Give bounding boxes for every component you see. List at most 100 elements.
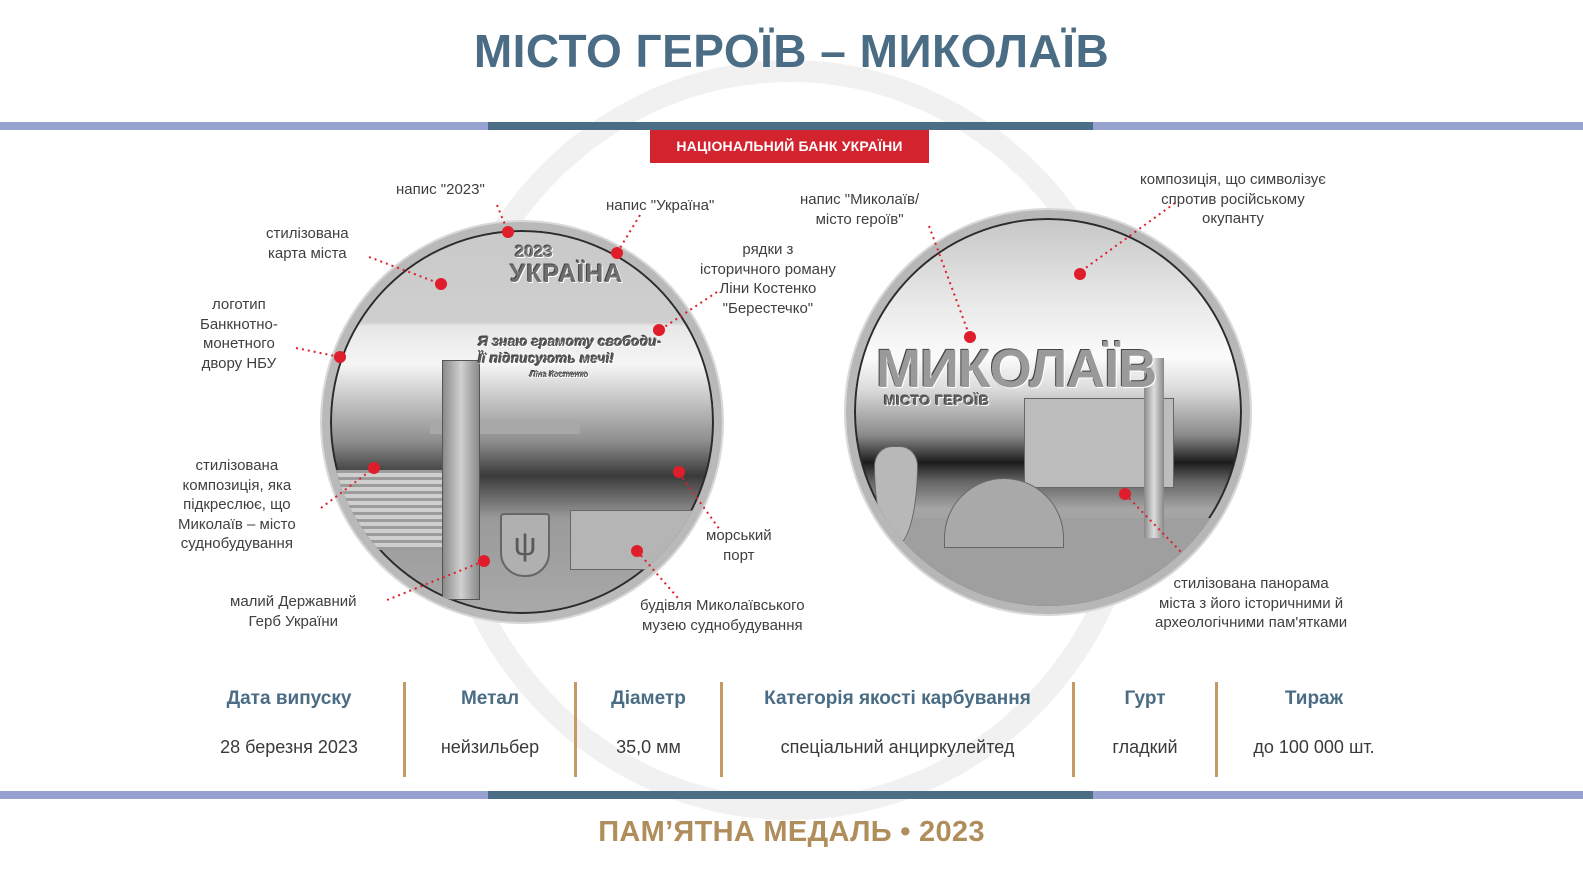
spire-tower [1144,358,1164,538]
callout-dot-quote [653,324,665,336]
spec-separator [1215,682,1218,777]
callout-coat: малий Державний Герб України [230,592,357,631]
callout-line: історичного роману [700,260,836,278]
callout-dot-coat [478,555,490,567]
callout-line: композиція, що символізує [1140,171,1326,188]
callout-panorama: стилізована панорама міста з його істори… [1155,574,1347,633]
spec-value: 35,0 мм [616,737,681,757]
bottom-divider-center [488,791,1093,799]
callout-line: композиція, яка [182,476,292,494]
callout-ukraine: напис "Україна" [606,196,714,216]
spec-separator [574,682,577,777]
callout-dot-port [673,466,685,478]
spec-release-date: Дата випуску 28 березня 2023 [175,680,403,778]
trident-icon: ψ [500,513,550,577]
callout-line: спротив російському [1161,190,1305,208]
callout-line: морський [706,527,772,544]
coin-country: УКРАЇНА [510,260,624,288]
callout-line: напис "Миколаїв/ [800,191,920,208]
callout-logo: логотип Банкнотно- монетного двору НБУ [200,295,278,373]
callout-line: монетного [203,335,275,352]
callout-resistance: композиція, що символізує спротив російс… [1140,170,1326,229]
callout-dot-inscription [964,331,976,343]
callout-line: Миколаїв – місто [178,515,296,533]
page-title: МІСТО ГЕРОЇВ – МИКОЛАЇВ [473,25,1110,77]
church-dome [944,478,1064,548]
callout-line: підкреслює, що [183,496,291,513]
coin-quote: Я знаю грамоту свободи- Її підписують ме… [478,333,662,367]
coin-city-name: МИКОЛАЇВ [876,339,1157,399]
callout-line: двору НБУ [201,354,277,372]
callout-line: карта міста [268,244,347,262]
issuer-badge: НАЦІОНАЛЬНИЙ БАНК УКРАЇНИ [650,130,929,163]
spec-value: спеціальний анциркулейтед [780,737,1015,757]
callout-line: стилізована [195,457,279,474]
spec-mintage: Тираж до 100 000 шт. [1218,680,1410,778]
spec-label: Категорія якості карбування [764,688,1031,709]
callout-inscription: напис "Миколаїв/ місто героїв" [800,190,919,229]
medal-obverse-image: 2023 УКРАЇНА Я знаю грамоту свободи- Її … [322,222,722,622]
callout-line: місто героїв" [815,210,904,228]
spec-value: 28 березня 2023 [220,737,358,757]
callout-dot-map [435,278,447,290]
callout-line: стилізована панорама [1173,575,1329,592]
callout-line: Банкнотно- [200,315,278,333]
callout-line: музею суднобудування [641,616,803,634]
coin-city-subtitle: МІСТО ГЕРОЇВ [884,392,990,408]
callout-line: будівля Миколаївського [640,597,805,614]
spec-value: до 100 000 шт. [1253,737,1375,757]
callout-dot-panorama [1119,488,1131,500]
callout-line: стилізована [266,225,349,242]
spec-value: гладкий [1112,737,1178,757]
callout-shipbuilding: стилізована композиція, яка підкреслює, … [178,456,296,554]
spec-quality: Категорія якості карбування спеціальний … [723,680,1072,778]
callout-dot-logo [334,351,346,363]
spec-separator [403,682,406,777]
quote-line-2: Її підписують мечі! [478,350,615,366]
coin-year: 2023 [515,242,553,261]
spec-label: Гурт [1124,688,1166,709]
callout-year: напис "2023" [396,180,485,200]
quote-author: Ліна Костенко [530,370,589,379]
callout-dot-ukraine [611,247,623,259]
callout-line: порт [723,546,755,564]
callout-line: "Берестечко" [722,299,814,317]
specs-table: Дата випуску 28 березня 2023 Метал нейзи… [175,680,1410,778]
callout-line: Герб України [248,612,339,630]
callout-line: окупанту [1202,210,1264,227]
callout-line: міста з його історичними й [1159,594,1344,612]
callout-port: морський порт [706,526,772,565]
callout-line: археологічними пам'ятками [1155,614,1348,631]
spec-label: Дата випуску [226,688,352,709]
spec-label: Діаметр [611,688,686,709]
spec-separator [1072,682,1075,777]
bottom-divider-band [0,791,1583,799]
callout-dot-museum [631,545,643,557]
callout-line: логотип [212,296,266,313]
spec-metal: Метал нейзильбер [406,680,574,778]
museum-building [570,510,710,570]
footer-caption: ПАМ’ЯТНА МЕДАЛЬ • 2023 [598,816,985,848]
callout-dot-shipbuilding [368,462,380,474]
callout-line: Ліни Костенко [719,280,817,297]
callout-dot-resistance [1074,268,1086,280]
spec-label: Тираж [1284,688,1344,709]
spec-diameter: Діаметр 35,0 мм [577,680,720,778]
callout-line: малий Державний [230,593,357,610]
callout-quote: рядки з історичного роману Ліни Костенко… [700,240,836,318]
spec-edge: Гурт гладкий [1075,680,1215,778]
callout-year-text: напис "2023" [396,181,485,198]
callout-map: стилізована карта міста [266,224,349,263]
callout-dot-year [502,226,514,238]
column-monument [442,360,480,600]
callout-line: суднобудування [180,535,293,552]
spec-value: нейзильбер [440,737,540,757]
callout-ukraine-text: напис "Україна" [606,197,715,214]
callout-line: рядки з [742,241,794,258]
top-divider-band [0,122,1583,130]
spec-label: Метал [460,688,520,709]
spec-separator [720,682,723,777]
medal-reverse-image: МИКОЛАЇВ МІСТО ГЕРОЇВ [846,210,1250,614]
callout-museum: будівля Миколаївського музею суднобудува… [640,596,805,635]
top-divider-center [488,122,1093,130]
